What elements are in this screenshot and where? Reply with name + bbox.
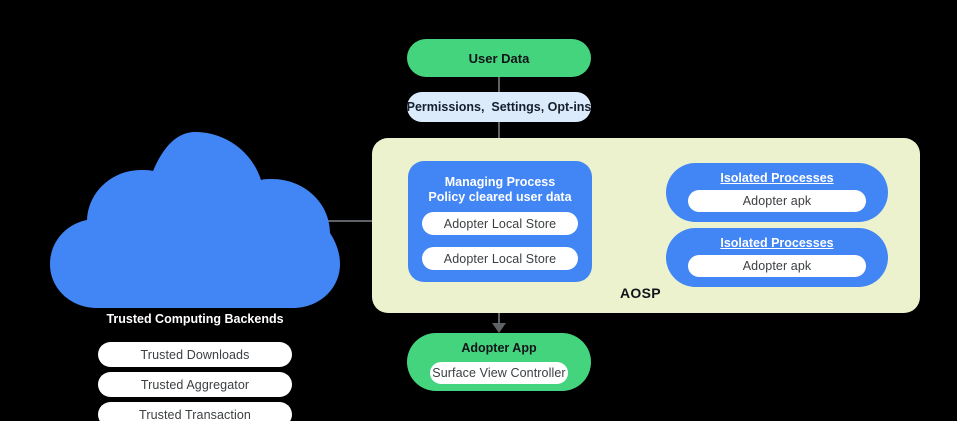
adopter-apk-0-label: Adopter apk [742,194,812,208]
adopter-local-store-1-label: Adopter Local Store [443,251,557,266]
connector-cloud-to-managing [320,220,410,222]
isolated-process-0-title: Isolated Processes [720,171,834,185]
cloud-shape-icon [50,132,340,308]
adopter-apk-0[interactable]: Adopter apk [688,190,866,212]
adopter-app-node[interactable]: Adopter App Surface View Controller [407,333,591,391]
adopter-apk-1[interactable]: Adopter apk [688,255,866,277]
isolated-process-0[interactable]: Isolated Processes Adopter apk [666,163,888,222]
trusted-computing-backends-cloud[interactable]: Trusted Computing Backends Trusted Downl… [40,130,350,421]
adopter-app-title: Adopter App [461,341,537,355]
adopter-local-store-0-label: Adopter Local Store [443,216,557,231]
permissions-settings-optins-node[interactable]: Permissions, Settings, Opt-ins [407,92,591,122]
cloud-service-0-label: Trusted Downloads [140,347,250,362]
surface-view-controller[interactable]: Surface View Controller [430,362,568,384]
cloud-service-1[interactable]: Trusted Aggregator [98,372,292,397]
isolated-process-1[interactable]: Isolated Processes Adopter apk [666,228,888,287]
permissions-label: Permissions, Settings, Opt-ins [406,100,592,114]
user-data-label: User Data [468,50,530,66]
cloud-service-1-label: Trusted Aggregator [140,377,250,392]
managing-process-title-line1: Managing Process [444,175,556,189]
managing-process-title: Managing Process Policy cleared user dat… [408,175,592,205]
adopter-local-store-0[interactable]: Adopter Local Store [422,212,578,235]
managing-process-node[interactable]: Managing Process Policy cleared user dat… [408,161,592,282]
connector-userdata-to-permissions [498,77,500,93]
cloud-service-2[interactable]: Trusted Transaction [98,402,292,421]
cloud-service-0[interactable]: Trusted Downloads [98,342,292,367]
adopter-local-store-1[interactable]: Adopter Local Store [422,247,578,270]
surface-view-controller-label: Surface View Controller [432,366,566,380]
managing-process-title-line2: Policy cleared user data [428,190,572,204]
adopter-apk-1-label: Adopter apk [742,259,812,273]
cloud-service-2-label: Trusted Transaction [139,407,251,421]
cloud-title: Trusted Computing Backends [106,312,284,326]
arrowhead-down-icon [492,323,506,333]
aosp-label: AOSP [620,285,661,301]
user-data-node[interactable]: User Data [407,39,591,77]
isolated-process-1-title: Isolated Processes [720,236,834,250]
